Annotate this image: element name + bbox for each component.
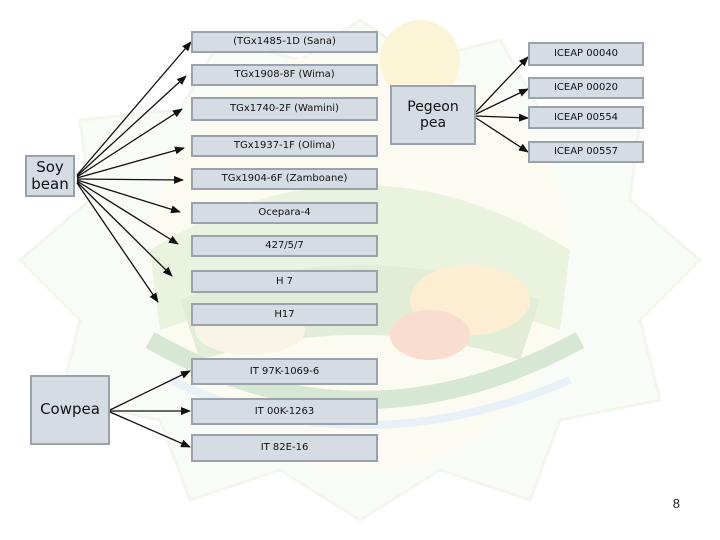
arrow-pigeonpea-3 [475, 113, 529, 122]
variety-soybean-4: TGx1937-1F (Olima) [191, 135, 378, 157]
node-soybean: Soy bean [25, 155, 75, 197]
variety-label: (TGx1485-1D (Sana) [233, 36, 336, 48]
variety-label: TGx1908-8F (Wima) [234, 69, 335, 81]
variety-soybean-5: TGx1904-6F (Zamboane) [191, 168, 378, 190]
variety-pigeonpea-1: ICEAP 00040 [528, 42, 644, 66]
arrow-cowpea-3 [109, 411, 191, 448]
variety-pigeonpea-3: ICEAP 00554 [528, 106, 644, 129]
arrow-pigeonpea-1 [475, 56, 529, 113]
variety-soybean-6: Ocepara-4 [191, 202, 378, 224]
variety-label: ICEAP 00554 [553, 111, 619, 123]
variety-soybean-8: H 7 [191, 270, 378, 293]
arrow-soybean-9 [76, 182, 159, 303]
node-pigeonpea: Pegeon pea [390, 85, 476, 145]
node-cowpea-label: Cowpea [40, 400, 100, 419]
arrow-cowpea-1 [109, 370, 191, 411]
arrow-soybean-8 [76, 181, 173, 277]
variety-label: ICEAP 00040 [553, 48, 619, 60]
variety-label: IT 00K-1263 [254, 405, 315, 417]
variety-label: H17 [274, 308, 295, 320]
variety-label: IT 97K-1069-6 [249, 365, 320, 377]
variety-soybean-9: H17 [191, 303, 378, 326]
variety-soybean-1: (TGx1485-1D (Sana) [191, 31, 378, 53]
variety-label: 427/5/7 [265, 240, 304, 252]
variety-pigeonpea-4: ICEAP 00557 [528, 141, 644, 163]
variety-label: TGx1904-6F (Zamboane) [221, 173, 348, 185]
variety-label: IT 82E-16 [260, 442, 309, 454]
variety-label: ICEAP 00020 [553, 82, 619, 94]
variety-label: TGx1740-2F (Wamini) [230, 103, 339, 115]
variety-soybean-7: 427/5/7 [191, 235, 378, 257]
variety-label: ICEAP 00557 [553, 146, 619, 158]
arrow-soybean-1 [76, 41, 192, 176]
arrow-soybean-3 [76, 108, 183, 178]
variety-pigeonpea-2: ICEAP 00020 [528, 77, 644, 99]
arrow-soybean-4 [76, 146, 185, 179]
variety-cowpea-1: IT 97K-1069-6 [191, 358, 378, 385]
arrow-soybean-7 [76, 180, 179, 245]
variety-soybean-2: TGx1908-8F (Wima) [191, 64, 378, 86]
arrow-soybean-5 [76, 175, 184, 184]
arrow-pigeonpea-4 [475, 117, 529, 153]
variety-label: TGx1937-1F (Olima) [233, 140, 336, 152]
arrow-pigeonpea-2 [475, 88, 529, 115]
variety-cowpea-3: IT 82E-16 [191, 434, 378, 462]
arrow-soybean-6 [76, 179, 181, 214]
page-number: 8 [672, 496, 680, 511]
node-pigeonpea-label: Pegeon pea [407, 98, 459, 131]
variety-label: H 7 [275, 275, 294, 287]
variety-soybean-3: TGx1740-2F (Wamini) [191, 97, 378, 121]
node-cowpea: Cowpea [30, 375, 110, 445]
variety-cowpea-2: IT 00K-1263 [191, 398, 378, 425]
arrow-soybean-2 [76, 75, 187, 177]
variety-label: Ocepara-4 [258, 207, 311, 219]
node-soybean-label: Soy bean [31, 157, 69, 193]
